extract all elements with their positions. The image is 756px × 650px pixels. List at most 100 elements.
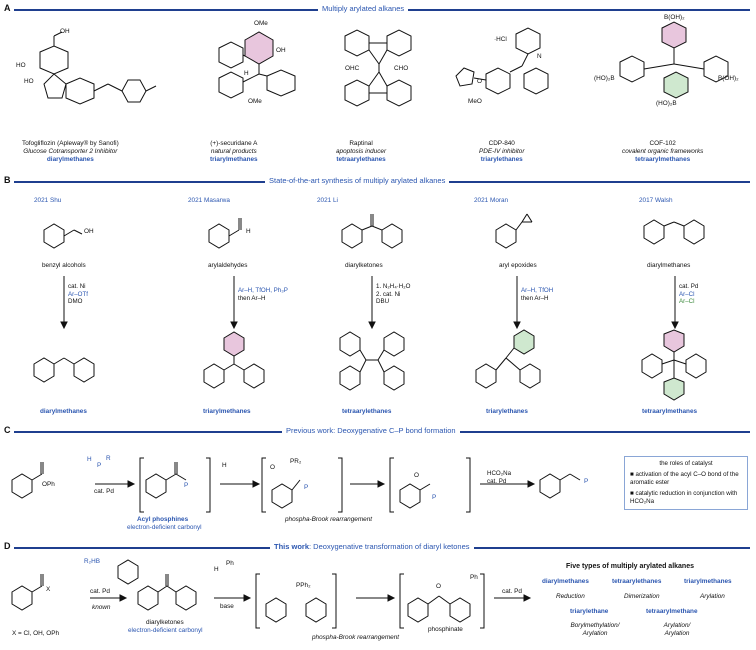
ref-li: 2021 Li xyxy=(317,197,338,204)
c-cond1: cat. Pd xyxy=(94,488,114,495)
cof-boh2-top: B(OH)₂ xyxy=(664,14,685,21)
sm-benzophenone xyxy=(341,214,403,249)
prod-name-4: tetraarylmethanes xyxy=(642,408,698,415)
c-int1-p: P xyxy=(304,484,309,491)
ref-moran: 2021 Moran xyxy=(474,197,509,204)
raptinal-ohc-label: OHC xyxy=(345,65,360,72)
c-reagent-r: R xyxy=(106,455,111,462)
structure-tofogliflozin xyxy=(39,31,157,105)
tofo-ho-label: HO xyxy=(16,62,26,69)
secur-ome-label: OMe xyxy=(254,20,268,27)
d-int-pph2: PPh₂ xyxy=(296,582,311,589)
sm-benzyl-alcohol xyxy=(43,223,83,249)
c-int2-o: O xyxy=(414,472,419,479)
section-d-letter: D xyxy=(4,541,11,551)
d-summary-title: Five types of multiply arylated alkanes xyxy=(566,563,694,570)
d-sum-method-1: Dimerization xyxy=(624,593,660,600)
sm-epoxide xyxy=(495,213,533,249)
d-known: known xyxy=(92,604,111,611)
sm-name-0: benzyl alcohols xyxy=(42,262,86,269)
c-acyl-p: P xyxy=(184,482,189,489)
catalyst-role-1: ■ activation of the acyl C–O bond of the… xyxy=(630,471,739,486)
section-c-letter: C xyxy=(4,425,11,435)
structure-cdp840 xyxy=(455,27,549,95)
products-b xyxy=(33,329,707,401)
structure-cof102 xyxy=(619,21,729,99)
c-oph-label: OPh xyxy=(42,481,55,488)
secur-h-label: H xyxy=(244,70,249,77)
cdp-o-label: O xyxy=(477,78,482,85)
sm-name-1: arylaldehydes xyxy=(208,262,248,269)
d-x-def: X = Cl, OH, OPh xyxy=(12,630,60,637)
section-c-title: Previous work: Deoxygenative C–P bond fo… xyxy=(282,426,460,435)
d-rearr: phospha-Brook rearrangement xyxy=(312,634,400,641)
ref-shu: 2021 Shu xyxy=(34,197,62,204)
section-d-title: This work: Deoxygenative transformation … xyxy=(270,542,474,551)
d-sum-method-0: Reduction xyxy=(556,593,585,600)
d-diaryl: diarylketones xyxy=(146,619,184,626)
c-prod-p: P xyxy=(584,478,589,485)
tofo-oh-label: OH xyxy=(60,28,70,35)
cof-boh2-bottom: (HO)₂B xyxy=(656,100,677,107)
section-a-title: Multiply arylated alkanes xyxy=(318,4,409,13)
cdp-meo-label: MeO xyxy=(468,98,482,105)
d-phos-ph: Ph xyxy=(470,574,478,581)
c-reagent-h: H xyxy=(87,456,92,463)
c-int1-h: H xyxy=(222,462,227,469)
d-sum-cls-2: triarylmethanes xyxy=(684,578,732,585)
scheme-c xyxy=(11,457,581,513)
caption-raptinal: Raptinal apoptosis inducer tetraaryletha… xyxy=(336,140,387,163)
d-phosphinate: phosphinate xyxy=(428,626,463,633)
d-sum-cls-0: diarylmethanes xyxy=(542,578,589,585)
tofo-ho2-label: HO xyxy=(24,78,34,85)
secur-ome2-label: OMe xyxy=(248,98,262,105)
d-boron: R₂HB xyxy=(84,558,100,565)
d-reagent-h: H xyxy=(214,566,219,573)
catalyst-roles-title: the roles of catalyst xyxy=(659,460,713,467)
section-b-letter: B xyxy=(4,175,11,185)
ref-walsh: 2017 Walsh xyxy=(639,197,673,204)
d-phos-o: O xyxy=(436,583,441,590)
structure-securidane xyxy=(218,31,296,99)
c-reagent-p: P xyxy=(97,462,102,469)
structure-raptinal xyxy=(344,29,412,107)
d-sum-method-3: Borylmethylation/ Arylation xyxy=(570,622,620,637)
sm-oh-label: OH xyxy=(84,228,94,235)
sm-name-4: diarylmethanes xyxy=(647,262,691,269)
sm-diarylmethane xyxy=(643,219,705,245)
c-int1-o: O xyxy=(270,464,275,471)
caption-tofogliflozin: Tofogliflozin (Apleway® by Sanofi) Gluco… xyxy=(22,140,119,163)
cdp-hcl-label: ·HCl xyxy=(494,36,507,43)
d-sum-cls-3: triarylethane xyxy=(570,608,609,615)
catalyst-roles-box: the roles of catalyst ■ activation of th… xyxy=(624,456,748,510)
section-b-title: State-of-the-art synthesis of multiply a… xyxy=(265,176,450,185)
cof-boh2-right: B(OH)₂ xyxy=(718,75,739,82)
cdp-n-label: N xyxy=(537,53,542,60)
prod-name-0: diarylmethanes xyxy=(40,408,87,415)
c-acyl-label: Acyl phosphines xyxy=(137,516,189,523)
d-sum-method-4: Arylation/ Arylation xyxy=(663,622,691,637)
ref-masarwa: 2021 Masarwa xyxy=(188,197,230,204)
caption-securidane: (+)-securidane A natural products triary… xyxy=(210,140,258,163)
d-sum-method-2: Arylation xyxy=(700,593,725,600)
d-reagent-ph: Ph xyxy=(226,560,234,567)
d-cond1: cat. Pd xyxy=(90,588,110,595)
d-x-label: X xyxy=(46,586,51,593)
sm-name-3: aryl epoxides xyxy=(499,262,537,269)
sm-aldehyde xyxy=(208,218,242,249)
catalyst-role-2: ■ catalytic reduction in conjunction wit… xyxy=(630,490,738,505)
prod-name-1: triarylmethanes xyxy=(203,408,251,415)
prod-name-3: triarylethanes xyxy=(486,408,528,415)
raptinal-cho-label: CHO xyxy=(394,65,409,72)
d-sum-cls-4: tetraarylmethane xyxy=(646,608,698,615)
secur-oh-label: OH xyxy=(276,47,286,54)
arrows-b xyxy=(60,276,679,330)
d-base: base xyxy=(220,603,234,610)
d-cond2: cat. Pd xyxy=(502,588,522,595)
